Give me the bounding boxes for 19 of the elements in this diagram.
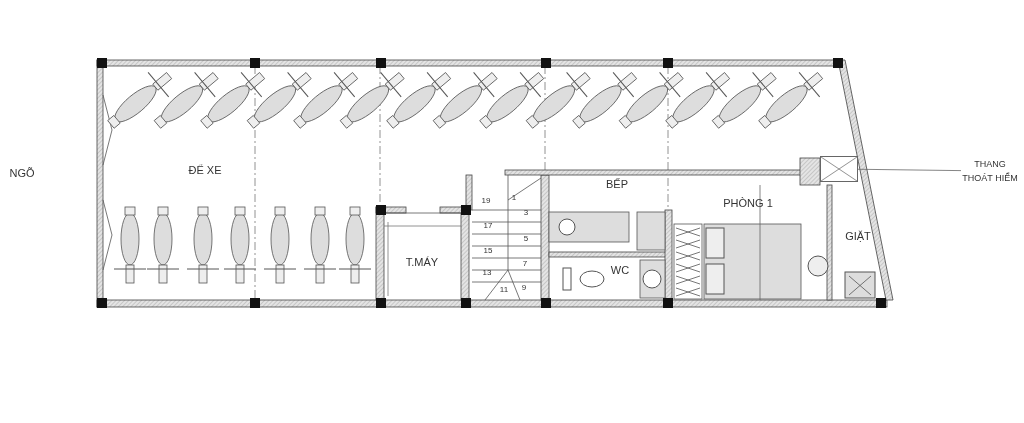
room-label: THANG THOÁT HIỂM [961,157,1019,185]
room-label: BẾP [606,177,628,191]
area-label: NGÕ [9,166,35,180]
step-number: 15 [483,245,493,255]
room-label: GIẶT [845,229,871,243]
crossed-box-symbol [820,156,858,182]
step-number: 17 [483,220,493,230]
step-number: 5 [523,233,529,243]
step-number: 1 [511,192,517,202]
step-number: 3 [523,207,529,217]
room-label: PHÒNG 1 [723,196,773,210]
room-label: WC [610,263,630,277]
room-label: T.MÁY [405,255,439,269]
step-number: 11 [499,284,509,294]
room-label: ĐỂ XE [188,163,222,177]
step-number: 13 [482,267,492,277]
step-number: 7 [522,258,528,268]
step-number: 19 [481,195,491,205]
step-number: 9 [521,282,527,292]
